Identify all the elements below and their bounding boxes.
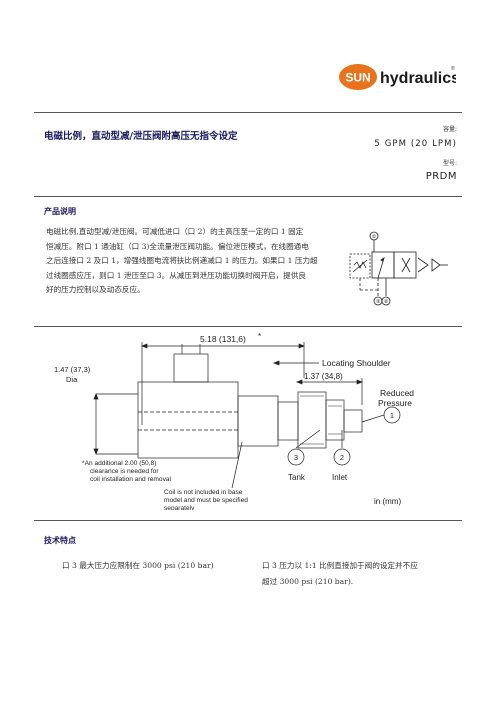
schematic-port-3: ③ (376, 299, 381, 305)
coil-note-line: separately (164, 505, 195, 510)
feature-right: 口 3 压力以 1:1 比例直接加于阀的设定并不应 超过 3000 psi (2… (262, 558, 418, 590)
port-2-marker (333, 448, 351, 466)
sun-hydraulics-logo: SUN hydraulics ® (339, 64, 456, 90)
valve-dimension-drawing: 5.18 (131,6) * 1.47 (37,3) Dia Locating … (54, 332, 414, 510)
product-title: 电磁比例，直动型减/泄压阀附高压无指令设定 (44, 131, 238, 142)
features-heading: 技术特点 (44, 536, 76, 545)
port-3-marker (287, 448, 305, 466)
description-line: 电磁比例,直动型减/泄压阀。可减低进口（口 2）的主高压至一定的口 1 固定 (46, 227, 304, 236)
dia-value: 1.47 (37,3) (54, 365, 91, 374)
description-line: 好的压力控制以及动态反应。 (46, 285, 145, 295)
description-line: 过线圈感应压，则口 1 泄压至口 3。从减压到泄压功能切换时阀开启，提供良 (46, 270, 306, 280)
clearance-note-line: *An additional 2.00 (50,8) (82, 460, 156, 467)
reduced-pressure-label: Reduced (380, 388, 414, 398)
description-line: 之后连接口 2 及口 1，增强线圈电流将扶比例递减口 1 的压力。如果口 1 压… (46, 256, 318, 266)
section-divider (34, 196, 462, 197)
feature-line: 口 3 最大压力应限制在 3000 psi (210 bar) (62, 561, 214, 570)
port-3-number: 3 (294, 453, 298, 462)
feature-left: 口 3 最大压力应限制在 3000 psi (210 bar) (62, 558, 214, 574)
dia-label: Dia (66, 375, 78, 384)
schematic-port-2: ② (384, 299, 389, 305)
reduced-pressure-label-2: Pressure (378, 398, 412, 408)
model-value: PRDM (425, 171, 457, 182)
valve-schematic: ① ③ ② (349, 231, 448, 306)
description-heading: 产品说明 (44, 207, 76, 216)
drawing-divider-top (34, 326, 462, 327)
capacity-value: 5 GPM (20 LPM) (374, 139, 457, 149)
svg-text:hydraulics: hydraulics (380, 70, 456, 87)
valve-envelope-left (371, 251, 395, 279)
port-2-number: 2 (340, 453, 344, 462)
overall-length-mark: * (258, 332, 261, 341)
solenoid-icon (431, 258, 441, 272)
coil-note-line: model and must be specified (164, 497, 248, 504)
spring-icon (353, 261, 367, 269)
coil-note-line: Coil is not included in base (164, 489, 243, 496)
description-text: 电磁比例,直动型减/泄压阀。可减低进口（口 2）的主高压至一定的口 1 固定 恒… (46, 225, 348, 298)
overall-length: 5.18 (131,6) (200, 334, 246, 344)
port-1-number: 1 (390, 411, 394, 420)
logo-sun-icon (339, 64, 377, 90)
inlet-label: Inlet (332, 473, 348, 482)
feature-line: 超过 3000 psi (210 bar). (262, 577, 354, 586)
shoulder-length: 1.37 (34,8) (304, 372, 343, 381)
drawing-divider-bottom (34, 520, 462, 521)
capacity-label: 容量: (442, 126, 457, 133)
feature-line: 口 3 压力以 1:1 比例直接加于阀的设定并不应 (262, 561, 418, 570)
svg-text:®: ® (451, 65, 455, 72)
clearance-note-line: clearance is needed for (90, 468, 159, 475)
header-divider (34, 112, 462, 113)
valve-envelope-right (393, 251, 417, 279)
units-label: in (mm) (374, 497, 401, 506)
tank-label: Tank (288, 473, 306, 482)
clearance-note-line: coil installation and removal (90, 476, 172, 483)
model-label: 型号: (442, 160, 457, 167)
schematic-port-1: ① (372, 234, 377, 240)
description-line: 恒减压。附口 1 通油缸（口 3)全流量泄压阀功能。偏位泄压模式，在线圈通电 (46, 241, 309, 251)
locating-shoulder-label: Locating Shoulder (322, 358, 391, 368)
port-1-marker (383, 406, 401, 424)
svg-text:SUN: SUN (345, 71, 370, 85)
